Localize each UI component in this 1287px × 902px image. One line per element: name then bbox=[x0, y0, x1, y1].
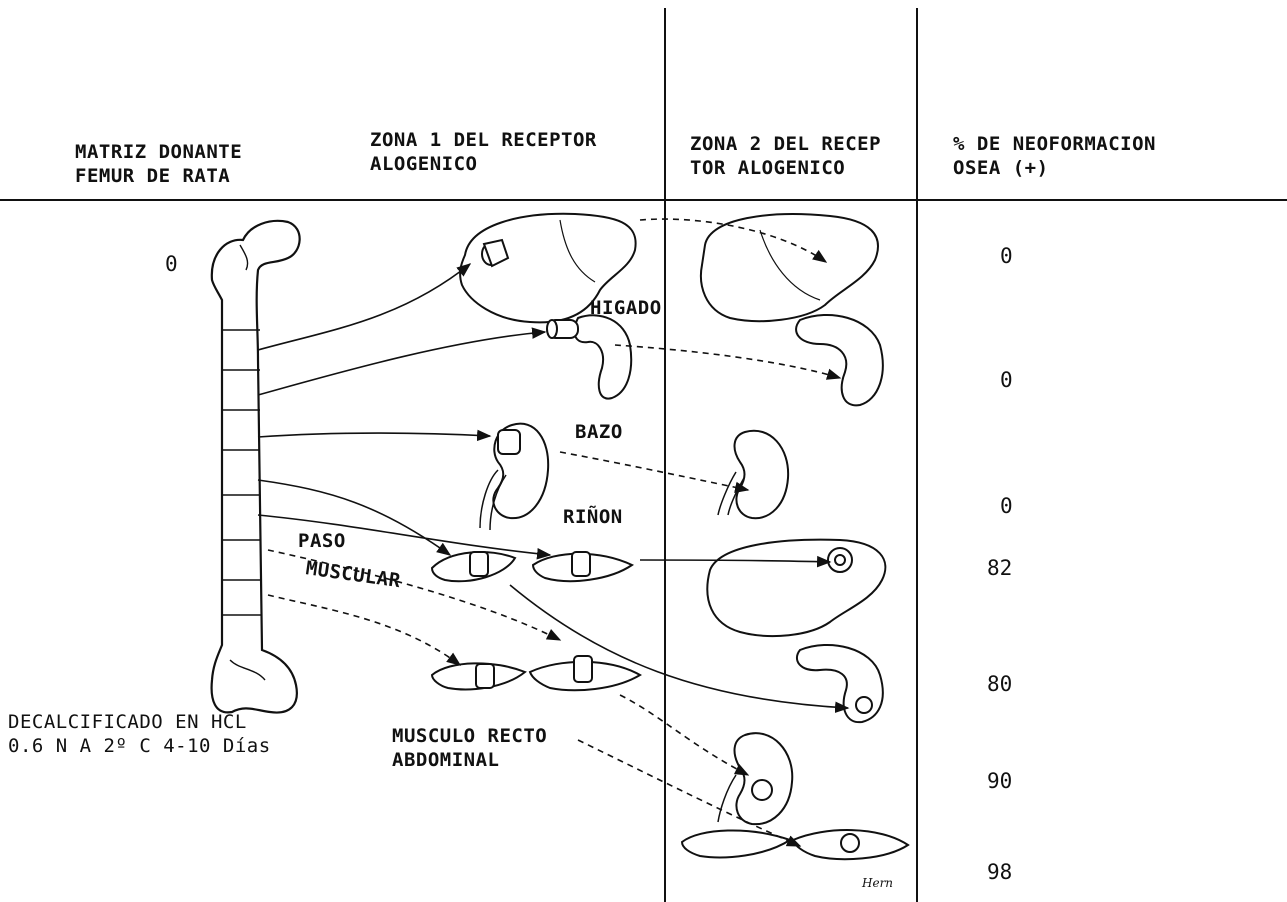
percent-row-3: 0 bbox=[1000, 494, 1013, 518]
header-donor-line1: MATRIZ DONANTE bbox=[75, 140, 242, 164]
header-zone2-line1: ZONA 2 DEL RECEP bbox=[690, 132, 881, 156]
spleen-zone1 bbox=[547, 315, 631, 398]
liver-zone2-bottom bbox=[707, 540, 885, 636]
label-rectus-muscle: MUSCULO RECTO ABDOMINAL bbox=[392, 724, 547, 772]
kidney-zone2-bottom bbox=[718, 733, 792, 824]
header-zone2: ZONA 2 DEL RECEP TOR ALOGENICO bbox=[690, 132, 881, 180]
percent-row-6: 90 bbox=[987, 769, 1012, 793]
liver-zone2-top bbox=[701, 214, 878, 321]
rectus-muscle-zone1 bbox=[432, 656, 640, 690]
spleen-zone2-top bbox=[796, 315, 883, 405]
kidney-zone1 bbox=[480, 424, 548, 530]
label-spleen: BAZO bbox=[575, 420, 623, 444]
label-muscle-pass-line1: PASO bbox=[298, 528, 402, 554]
donor-value: 0 bbox=[165, 252, 178, 276]
percent-row-2: 0 bbox=[1000, 368, 1013, 392]
header-donor-line2: FEMUR DE RATA bbox=[75, 164, 242, 188]
muscle-pass-zone1 bbox=[432, 552, 632, 581]
decalcification-line2: 0.6 N A 2º C 4-10 Días bbox=[8, 734, 271, 758]
header-bone-formation: % DE NEOFORMACION OSEA (+) bbox=[953, 132, 1156, 180]
spleen-zone2-bottom bbox=[797, 645, 883, 722]
rectus-muscle-zone2 bbox=[682, 830, 908, 859]
label-rectus-line1: MUSCULO RECTO bbox=[392, 724, 547, 748]
femur-bone bbox=[212, 221, 300, 713]
header-zone1: ZONA 1 DEL RECEPTOR ALOGENICO bbox=[370, 128, 597, 176]
header-zone2-line2: TOR ALOGENICO bbox=[690, 156, 881, 180]
decalcification-line1: DECALCIFICADO EN HCL bbox=[8, 710, 271, 734]
header-zone1-line2: ALOGENICO bbox=[370, 152, 597, 176]
header-donor-matrix: MATRIZ DONANTE FEMUR DE RATA bbox=[75, 140, 242, 188]
header-zone1-line1: ZONA 1 DEL RECEPTOR bbox=[370, 128, 597, 152]
header-bone-line1: % DE NEOFORMACION bbox=[953, 132, 1156, 156]
percent-row-7: 98 bbox=[987, 860, 1012, 884]
label-liver: HIGADO bbox=[590, 296, 662, 320]
label-rectus-line2: ABDOMINAL bbox=[392, 748, 547, 772]
percent-row-4: 82 bbox=[987, 556, 1012, 580]
percent-row-5: 80 bbox=[987, 672, 1012, 696]
decalcification-note: DECALCIFICADO EN HCL 0.6 N A 2º C 4-10 D… bbox=[8, 710, 271, 758]
label-kidney: RIÑON bbox=[563, 505, 623, 529]
artist-signature: Hern bbox=[862, 876, 893, 890]
label-muscle-pass: PASO MUSCULAR bbox=[298, 528, 402, 580]
header-bone-line2: OSEA (+) bbox=[953, 156, 1156, 180]
kidney-zone2-top bbox=[718, 431, 788, 518]
percent-row-1: 0 bbox=[1000, 244, 1013, 268]
